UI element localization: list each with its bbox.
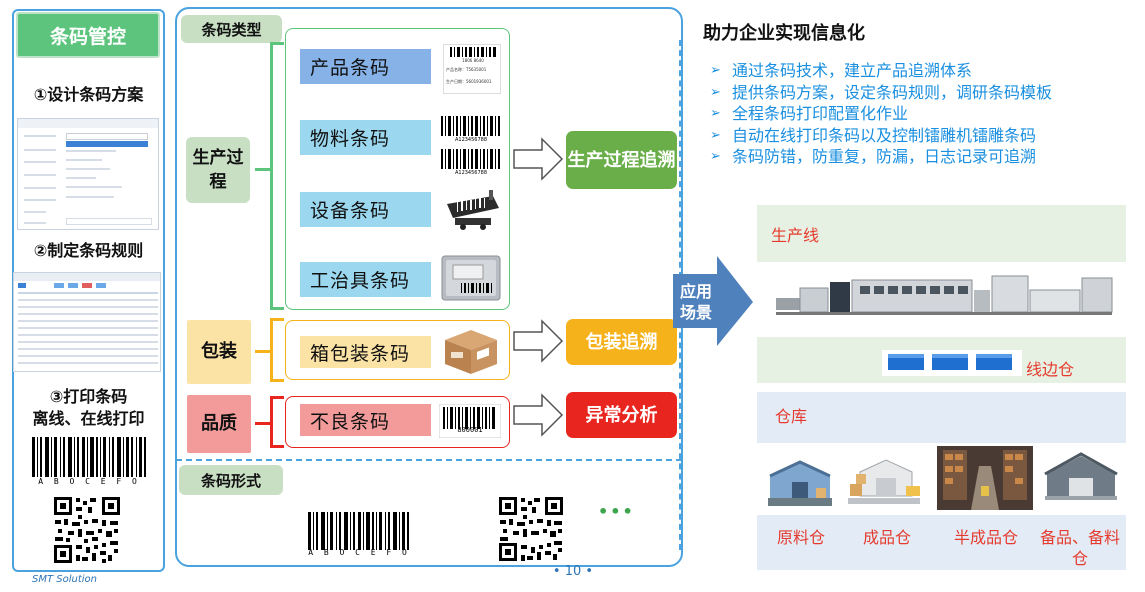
material-barcode-image <box>441 116 500 169</box>
defect-barcode-image <box>439 404 501 438</box>
code-box-packing: 箱包装条码 <box>300 336 431 368</box>
box-package-image <box>445 330 497 374</box>
application-scenario-label: 应用场景 <box>680 282 713 322</box>
fixture-image <box>441 255 501 301</box>
page-dot-right-icon: • <box>585 564 594 579</box>
category-production: 生产过程 <box>186 137 250 203</box>
bullet-arrow-icon: ➢ <box>710 84 721 100</box>
bullet-arrow-icon: ➢ <box>710 63 721 78</box>
bullet-arrow-icon: ➢ <box>710 149 721 164</box>
raw-material-warehouse-image <box>768 460 832 506</box>
production-connector <box>255 168 271 171</box>
page-number: 10 <box>564 564 582 579</box>
result-production-trace: 生产过程追溯 <box>566 131 677 189</box>
result-anomaly-analysis: 异常分析 <box>566 392 677 438</box>
bullet-arrow-icon: ➢ <box>710 127 721 143</box>
benefit-item: ➢通过条码技术，建立产品追溯体系 <box>710 61 973 80</box>
barcode-forms-tag: 条码形式 <box>179 465 283 495</box>
product-label-image: 1806 8640 产品名称：T5635001 生产日期：5601936001 <box>443 44 501 94</box>
step-set-rules: ②制定条码规则 <box>33 241 144 260</box>
material-barcode-number-2: A123456788 <box>454 170 488 176</box>
packing-connector <box>255 350 271 353</box>
middle-divider <box>176 459 682 461</box>
product-label-line-2: 1806 8640 <box>462 58 484 63</box>
warehouse-semi-finished: 半成品仓 <box>953 528 1018 547</box>
warehouse-finished-goods: 成品仓 <box>862 528 911 547</box>
packing-brace <box>270 318 284 382</box>
benefits-list: ➢通过条码技术，建立产品追溯体系 ➢提供条码方案，设定条码规则，调研条码模板 ➢… <box>710 60 1140 168</box>
application-arrow <box>673 256 753 346</box>
form-barcode-text: A B O C E F O <box>308 548 410 557</box>
line-side-bins-image <box>882 350 1022 376</box>
form-qr-code <box>499 497 563 561</box>
quality-brace <box>270 396 284 448</box>
quality-arrow <box>513 393 564 437</box>
code-equipment: 设备条码 <box>300 192 431 227</box>
finished-goods-warehouse-image <box>848 459 920 504</box>
product-label-line-3: 产品名称：T5635001 <box>446 67 487 72</box>
benefit-item: ➢条码防错，防重复，防漏，日志记录可追溯 <box>710 147 1037 166</box>
production-brace <box>270 42 284 310</box>
quality-connector <box>255 422 271 425</box>
line-side-warehouse-label: 线边仓 <box>1026 360 1075 379</box>
benefit-item: ➢全程条码打印配置化作业 <box>710 104 909 123</box>
step-design-scheme: ①设计条码方案 <box>33 85 144 104</box>
material-barcode-number-1: A123456788 <box>454 137 488 143</box>
barcode-types-tag: 条码类型 <box>181 15 282 43</box>
semi-finished-warehouse-image <box>937 446 1033 510</box>
product-label-line-4: 生产日期：5601936001 <box>446 79 492 84</box>
right-title: 助力企业实现信息化 <box>703 23 865 44</box>
step-print-line1: ③打印条码 <box>49 387 128 406</box>
step-print-line2: 离线、在线打印 <box>32 409 145 428</box>
warehouse-spare-parts: 备品、备料仓 <box>1040 528 1121 568</box>
left-barcode-image <box>32 437 146 477</box>
code-fixture: 工治具条码 <box>300 262 431 297</box>
left-barcode-text: A B O C E F O <box>38 477 140 486</box>
spare-parts-warehouse-image <box>1044 452 1118 500</box>
code-material: 物料条码 <box>300 120 431 155</box>
footer-brand: SMT Solution <box>32 574 97 585</box>
packing-arrow <box>513 319 564 363</box>
rules-table-screenshot <box>13 272 161 372</box>
production-line-label: 生产线 <box>771 226 820 245</box>
category-quality: 品质 <box>187 395 251 453</box>
production-arrow <box>513 137 564 181</box>
smt-line-image <box>776 275 1113 315</box>
warehouse-label: 仓库 <box>775 407 808 426</box>
more-forms-ellipsis: ••• <box>598 502 635 521</box>
page-number-area: • 10 • <box>538 564 608 579</box>
form-1d-barcode <box>308 512 409 550</box>
code-defect: 不良条码 <box>300 404 431 436</box>
benefit-item: ➢提供条码方案，设定条码规则，调研条码模板 <box>710 82 1053 102</box>
design-scheme-screenshot <box>17 118 159 230</box>
left-qr-code <box>52 495 122 565</box>
page-dot-left-icon: • <box>552 564 561 579</box>
warehouse-raw-material: 原料仓 <box>776 528 825 547</box>
left-panel-title: 条码管控 <box>16 12 160 58</box>
code-product: 产品条码 <box>300 49 431 84</box>
equipment-image <box>447 190 499 230</box>
benefit-item: ➢自动在线打印条码以及控制镭雕机镭雕条码 <box>710 125 1037 145</box>
category-packing: 包装 <box>187 320 251 384</box>
defect-barcode-number: 800001 <box>457 426 483 434</box>
bullet-arrow-icon: ➢ <box>710 106 721 121</box>
result-packing-trace: 包装追溯 <box>566 319 677 365</box>
